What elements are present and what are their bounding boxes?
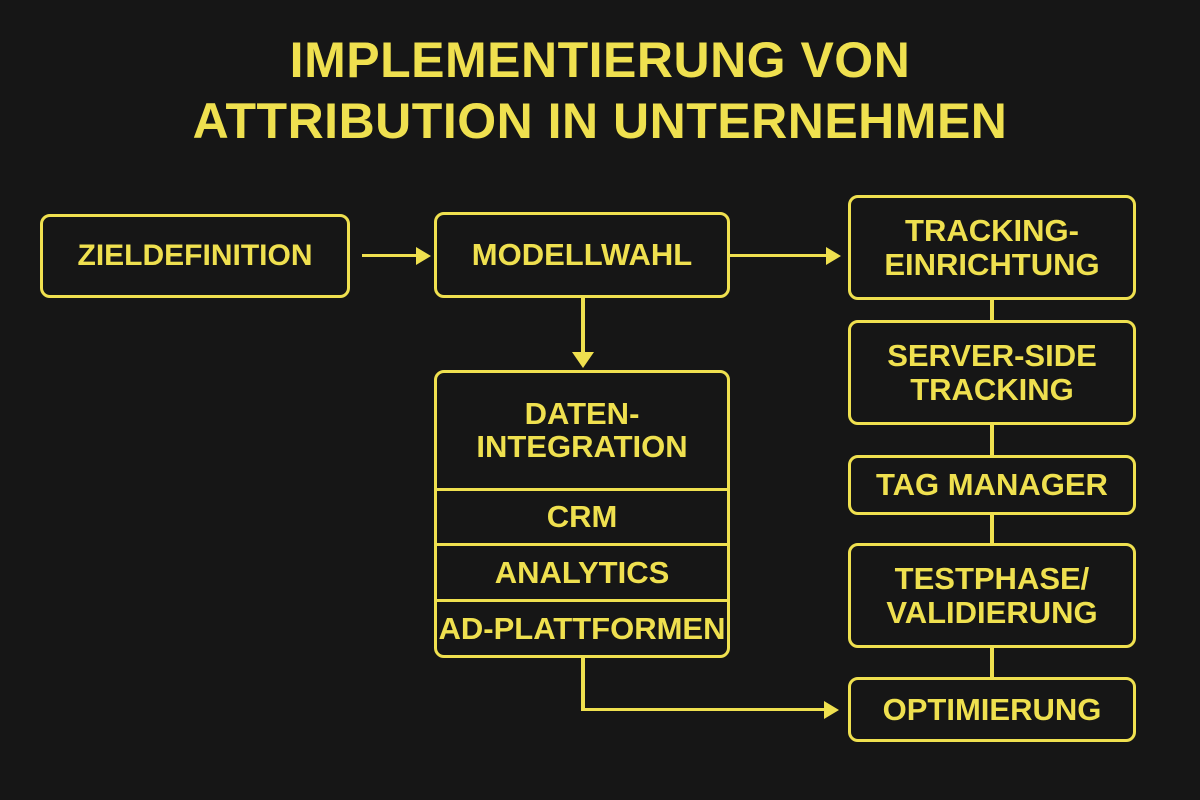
arrowhead-datenintegration-optimierung xyxy=(824,701,839,719)
node-server-side-tracking[interactable]: SERVER-SIDE TRACKING xyxy=(848,320,1136,425)
node-tag-manager[interactable]: TAG MANAGER xyxy=(848,455,1136,515)
group-header-daten-integration: DATEN- INTEGRATION xyxy=(476,395,688,465)
node-modellwahl[interactable]: MODELLWAHL xyxy=(434,212,730,298)
connector-testphase-optimierung xyxy=(990,647,994,678)
arrowhead-modellwahl-datenintegration xyxy=(572,352,594,368)
node-testphase-validierung[interactable]: TESTPHASE/ VALIDIERUNG xyxy=(848,543,1136,648)
group-row-analytics[interactable]: ANALYTICS xyxy=(437,543,727,599)
node-optimierung[interactable]: OPTIMIERUNG xyxy=(848,677,1136,742)
arrowhead-zieldefinition-modellwahl xyxy=(416,247,431,265)
group-row-crm[interactable]: CRM xyxy=(437,487,727,544)
connector-serverside-tagmanager xyxy=(990,424,994,456)
connector-modellwahl-datenintegration xyxy=(581,298,585,356)
connector-tracking-serverside xyxy=(990,299,994,321)
connector-datenintegration-optimierung-horizontal xyxy=(581,708,827,711)
node-tracking-einrichtung[interactable]: TRACKING- EINRICHTUNG xyxy=(848,195,1136,300)
node-zieldefinition[interactable]: ZIELDEFINITION xyxy=(40,214,350,298)
connector-modellwahl-tracking xyxy=(730,254,830,257)
connector-datenintegration-optimierung-vertical xyxy=(581,657,585,711)
arrowhead-modellwahl-tracking xyxy=(826,247,841,265)
connector-tagmanager-testphase xyxy=(990,514,994,544)
page-title: IMPLEMENTIERUNG VON ATTRIBUTION IN UNTER… xyxy=(192,32,1008,149)
group-daten-integration: DATEN- INTEGRATION CRM ANALYTICS AD-PLAT… xyxy=(434,370,730,658)
group-row-ad-plattformen[interactable]: AD-PLATTFORMEN xyxy=(437,599,727,655)
connector-zieldefinition-modellwahl xyxy=(362,254,420,257)
